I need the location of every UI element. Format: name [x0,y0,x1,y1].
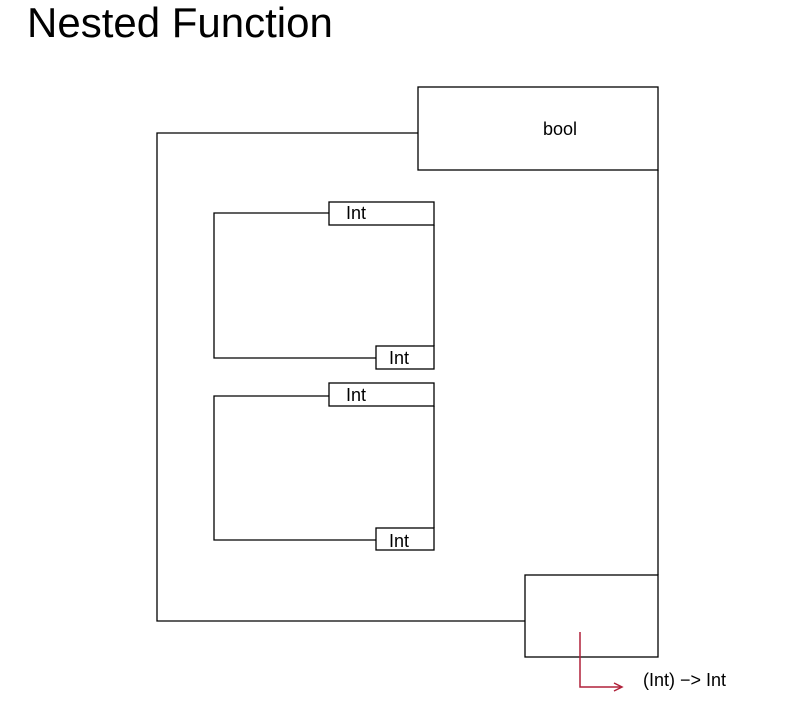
inner-function-1 [213,201,435,370]
inner-input-box-1 [328,201,435,226]
inner-output-box-1 [375,345,435,370]
inner-output-label-2: Int [389,531,409,551]
result-arrow [579,632,624,692]
inner-input-label-2: Int [346,385,366,405]
outer-output-box [417,86,659,171]
inner-function-2 [213,382,435,551]
inner-frame-line-1 [213,212,376,359]
inner-input-label-1: Int [346,203,366,223]
result-type-label: (Int) −> Int [643,670,726,690]
result-arrow-line [579,632,621,688]
outer-input-box [524,574,659,658]
result-arrow-head [613,682,624,692]
outer-function [156,86,659,658]
outer-frame-line [156,132,525,622]
inner-input-box-2 [328,382,435,407]
inner-frame-line-2 [213,395,376,541]
outer-output-label: bool [543,119,577,139]
page-title: Nested Function [27,0,333,46]
inner-output-box-2 [375,527,435,551]
inner-output-label-1: Int [389,348,409,368]
